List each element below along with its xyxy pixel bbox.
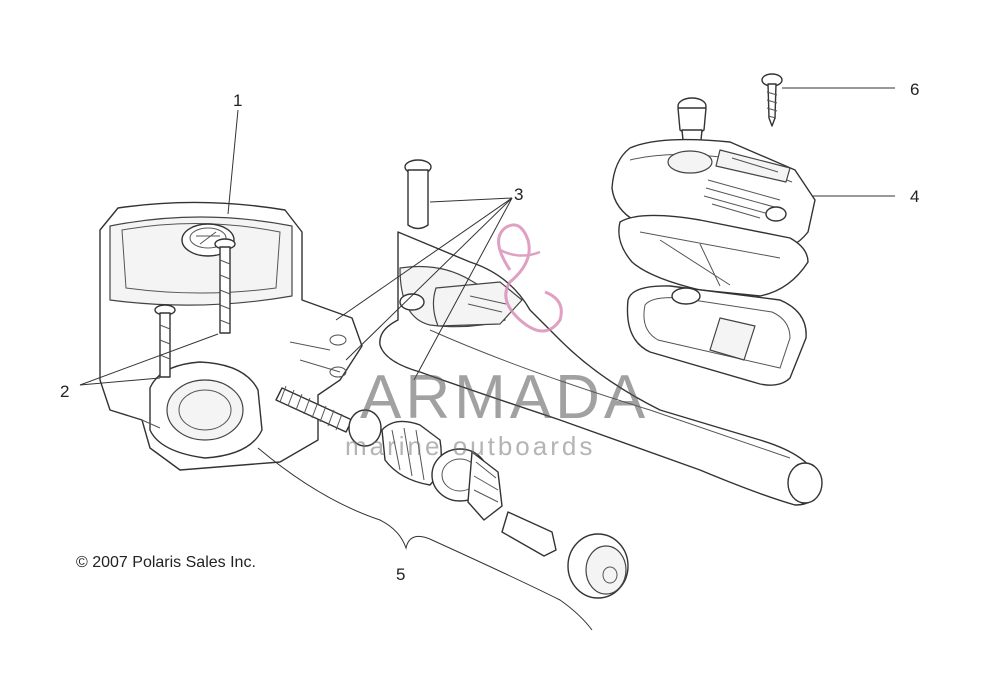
callout-4: 4 [910, 187, 919, 206]
watermark-brand: ARMADA [360, 363, 649, 432]
brake-lever [379, 159, 823, 506]
watermark-logo-swirl [497, 223, 563, 333]
reservoir-cover-assembly [611, 97, 816, 386]
watermark-tagline: marine outboards [345, 431, 595, 461]
callout-5: 5 [396, 565, 405, 584]
cover-screw [761, 73, 783, 127]
piston-kit [257, 385, 629, 631]
leader-lines [79, 87, 895, 386]
watermark-logo [497, 223, 563, 333]
clamp-screws [154, 238, 236, 378]
master-cylinder-body [99, 201, 363, 471]
copyright-notice: © 2007 Polaris Sales Inc. [76, 554, 256, 571]
callout-2: 2 [60, 382, 69, 401]
callout-6: 6 [910, 80, 919, 99]
callout-3: 3 [514, 185, 523, 204]
callout-1: 1 [233, 91, 242, 110]
